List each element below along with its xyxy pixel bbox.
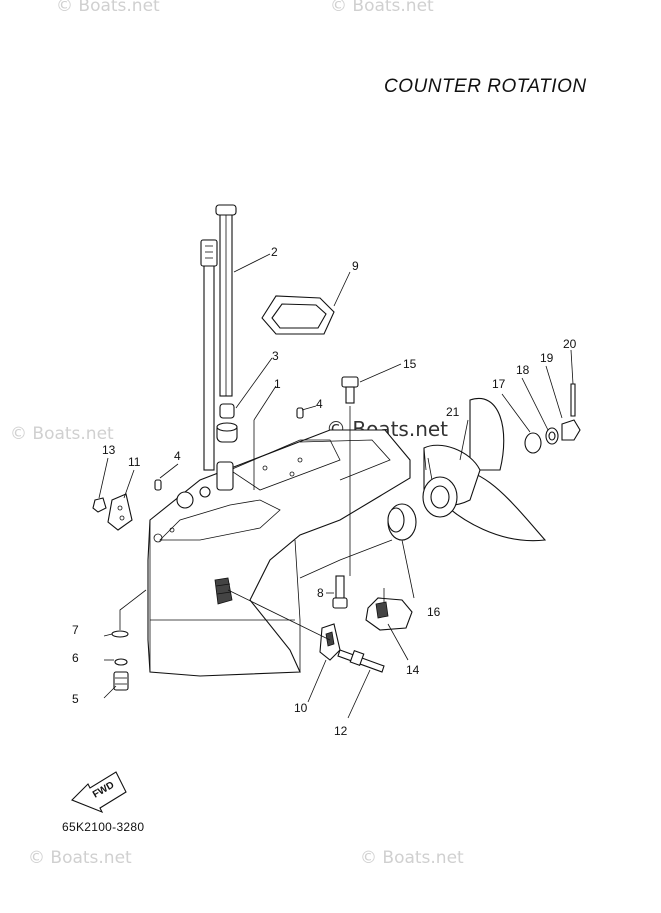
gasket [261,295,335,335]
callout-2: 2 [271,245,278,259]
prop-hardware [524,383,581,454]
callout-17: 17 [492,377,506,391]
callout-16: 16 [427,605,441,619]
shift-rod [200,239,218,471]
callout-11: 11 [128,455,141,469]
bushing [216,403,238,443]
spacer [387,503,417,541]
callout-4a: 4 [316,397,323,411]
anode [365,597,413,631]
plug-and-anode [92,493,133,531]
callout-6: 6 [72,651,79,665]
callout-13: 13 [102,443,116,457]
drawing-code: 65K2100-3280 [62,820,145,834]
watermark-top-right: © Boats.net [330,0,434,16]
callout-4b: 4 [174,449,181,463]
bolt-15 [341,376,359,404]
callout-5: 5 [72,692,79,706]
callout-12: 12 [334,724,348,738]
lower-casing [147,429,411,677]
callout-10: 10 [294,701,308,715]
diagram-title: COUNTER ROTATION [384,76,587,97]
callout-3: 3 [272,349,279,363]
callout-20: 20 [563,337,577,351]
callout-19: 19 [540,351,554,365]
leader-lines [98,253,574,719]
dowel-pin [154,479,162,491]
callout-21: 21 [446,405,460,419]
callout-8: 8 [317,586,324,600]
bolt-8 [332,575,348,609]
watermark-mid-left: © Boats.net [10,424,114,444]
callout-7: 7 [72,623,79,637]
callout-14: 14 [406,663,420,677]
drive-shaft [215,204,237,397]
propeller [422,397,547,542]
callout-15: 15 [403,357,417,371]
callout-1: 1 [274,377,281,391]
lever-and-bolt [319,623,385,673]
watermark-bottom-left: © Boats.net [28,848,132,868]
dowel-pin [296,407,304,419]
watermark-bottom-right: © Boats.net [360,848,464,868]
watermark-top-left: © Boats.net [56,0,160,16]
washer-stack [111,630,129,691]
callout-18: 18 [516,363,530,377]
fwd-arrow-icon [71,771,127,814]
callout-9: 9 [352,259,359,273]
